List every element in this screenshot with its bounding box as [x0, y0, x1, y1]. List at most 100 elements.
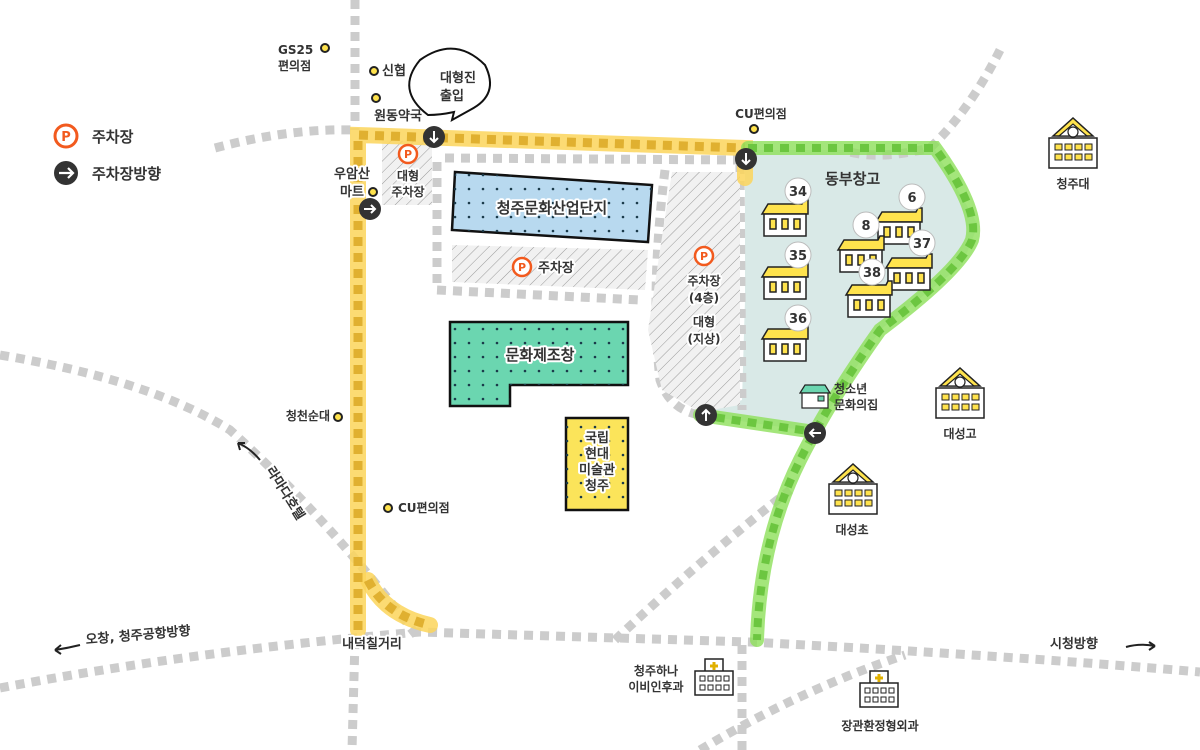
road-label: 내덕칠거리: [342, 636, 402, 652]
hospital-label: 장관환정형외과: [841, 718, 918, 733]
parking-label: 대형: [397, 168, 419, 183]
number-bubble: [908, 229, 936, 257]
mmca-label: 국립: [585, 431, 609, 446]
parking-area-strip: [452, 245, 648, 290]
poi-dot: [383, 503, 393, 513]
number-bubble: [898, 183, 926, 211]
poi-cu-left[interactable]: CU편의점: [383, 500, 450, 515]
hospital-label: 청주하나: [634, 663, 678, 678]
arrow-icon: [804, 422, 826, 444]
poi-dot: [371, 93, 381, 103]
warehouse-icon: [761, 262, 809, 300]
poi-label: 마트: [340, 184, 364, 200]
parking-left[interactable]: P 대형 주차장: [389, 143, 427, 201]
svg-text:P: P: [404, 148, 412, 161]
legend: P 주차장 주차장방향: [53, 123, 161, 185]
bubble-text: 출입: [440, 88, 464, 104]
arrow-icon: [735, 148, 757, 170]
parking-icon: [53, 123, 79, 149]
school-cheongju-univ[interactable]: 청주대: [1048, 117, 1098, 191]
parking-label: 주차장: [538, 260, 574, 276]
arrow-icon: [695, 404, 717, 426]
poi-wondong[interactable]: 원동약국: [371, 93, 422, 124]
number-bubble: [784, 177, 812, 205]
industry-label: 청주문화산업단지: [497, 199, 607, 217]
warehouse-38[interactable]: 38: [845, 258, 893, 318]
parking-area-left: [382, 140, 432, 205]
hospital-label: 이비인후과: [628, 679, 683, 694]
warehouse-number: 34: [789, 185, 807, 200]
hospital-icon: [858, 669, 900, 709]
youth-center[interactable]: 청소년 문화의집: [798, 381, 878, 412]
poi-label: 청천순대: [286, 408, 330, 423]
legend-direction-label: 주차장방향: [92, 165, 161, 183]
warehouses: 34 35 36 6 8 37 38: [761, 177, 936, 362]
poi-dot: [320, 43, 330, 53]
svg-text:P: P: [61, 130, 71, 145]
green-route: [693, 141, 981, 647]
school-label: 청주대: [1056, 176, 1089, 191]
number-bubble: [784, 241, 812, 269]
arrow-icon: [359, 198, 381, 220]
legend-parking-label: 주차장: [92, 128, 134, 146]
parking-icon: [397, 143, 419, 165]
arrow-icon: [237, 442, 261, 461]
mmca-cheongju[interactable]: 국립 현대 미술관 청주: [564, 416, 630, 512]
warehouse-8[interactable]: 8: [837, 211, 885, 273]
culture-factory-label: 문화제조창: [505, 346, 574, 364]
parking-right[interactable]: P 주차장 (4층) 대형 (지상): [685, 245, 723, 348]
school-icon: [828, 463, 878, 515]
hospital-hana[interactable]: 청주하나 이비인후과: [628, 657, 735, 697]
poi-label: GS25: [278, 43, 313, 57]
parking-strip[interactable]: P 주차장: [511, 256, 576, 278]
parking-icon: [511, 256, 533, 278]
warehouse-35[interactable]: 35: [761, 241, 812, 300]
direction-ramada: 라마다호텔: [237, 442, 310, 525]
poi-uamsan[interactable]: 우암산 마트: [332, 164, 378, 202]
speech-bubble: 대형진 출입: [408, 47, 491, 122]
parking-label: (4층): [689, 290, 719, 305]
poi-label: CU편의점: [735, 106, 787, 121]
school-icon: [1048, 117, 1098, 169]
warehouse-36[interactable]: 36: [761, 304, 812, 362]
industry-complex[interactable]: 청주문화산업단지: [450, 170, 654, 244]
poi-shinhyup[interactable]: 신협: [369, 63, 406, 79]
warehouse-icon: [761, 199, 809, 237]
youth-label: 문화의집: [834, 397, 878, 412]
poi-dot: [368, 187, 378, 197]
warehouse-34[interactable]: 34: [761, 177, 812, 237]
direction-ochang: 오창, 청주공항방향: [54, 621, 193, 655]
warehouse-number: 35: [789, 249, 807, 264]
poi-label: 신협: [382, 63, 406, 79]
school-daeseong-high[interactable]: 대성고: [935, 367, 985, 441]
hospital-jang[interactable]: 장관환정형외과: [841, 669, 919, 733]
warehouse-number: 38: [863, 266, 881, 281]
poi-dot: [369, 66, 379, 76]
road-label: 시청방향: [1050, 636, 1098, 652]
svg-text:P: P: [518, 261, 526, 274]
poi-gs25[interactable]: GS25 편의점: [278, 43, 330, 73]
arrow-icon: [54, 644, 81, 655]
youth-label: 청소년: [834, 381, 867, 396]
school-daeseong-elem[interactable]: 대성초: [828, 463, 878, 537]
warehouse-37[interactable]: 37: [885, 229, 936, 291]
warehouse-icon: [885, 253, 933, 291]
warehouse-number: 37: [913, 237, 931, 252]
warehouse-number: 36: [789, 312, 807, 327]
poi-dot: [749, 124, 759, 134]
parking-label: 주차장: [391, 184, 424, 199]
number-bubble: [784, 304, 812, 332]
warehouse-number: 6: [907, 191, 916, 206]
poi-cu-top[interactable]: CU편의점: [735, 106, 787, 134]
poi-cheongcheon[interactable]: 청천순대: [286, 408, 343, 423]
bubble-text: 대형진: [440, 70, 476, 86]
road-label: 오창, 청주공항방향: [85, 623, 191, 648]
mmca-label: 청주: [585, 478, 609, 494]
parking-label: 주차장: [687, 273, 720, 288]
dongbu-label: 동부창고: [825, 170, 880, 188]
warehouse-6[interactable]: 6: [875, 183, 926, 245]
culture-factory[interactable]: 문화제조창: [448, 320, 630, 408]
parking-label: (지상): [687, 331, 720, 346]
